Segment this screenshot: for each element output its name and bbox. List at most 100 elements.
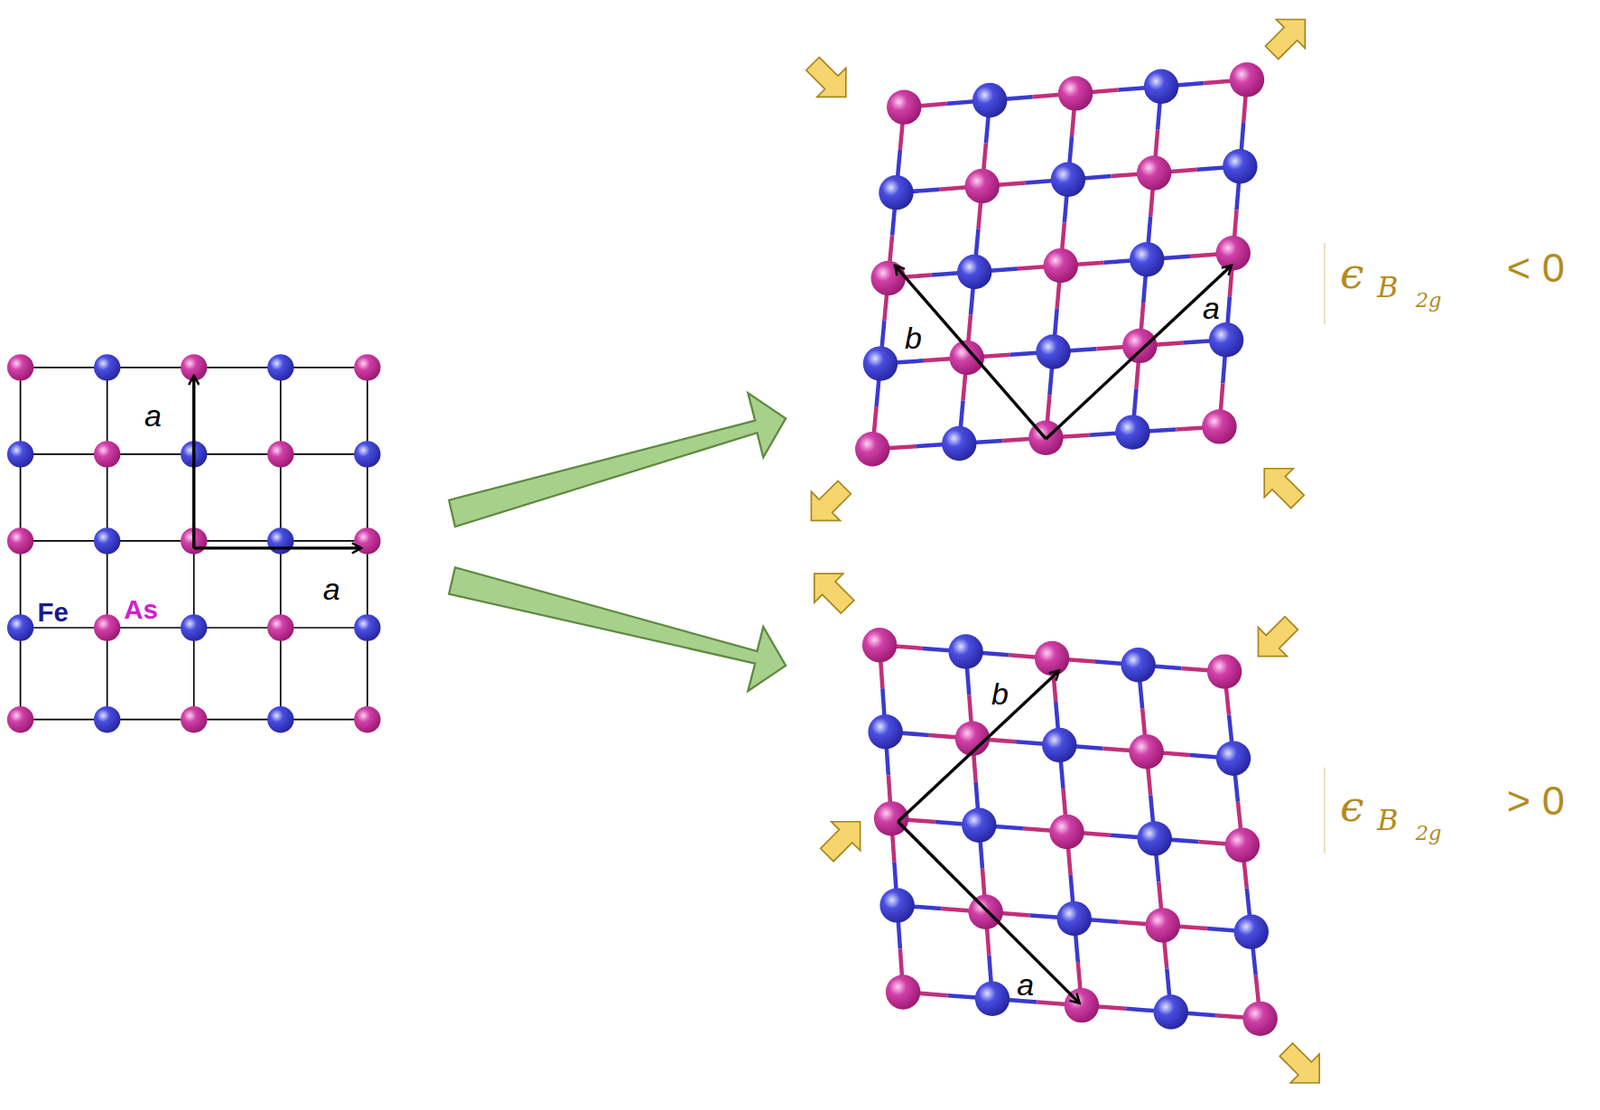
strain-symbol: ϵ xyxy=(1339,251,1365,295)
fe-atom xyxy=(878,175,913,210)
distorted-lattice xyxy=(855,62,1265,467)
fe-atom xyxy=(1035,334,1070,369)
fe-atom xyxy=(1222,148,1257,184)
lattice-label: b xyxy=(991,679,1009,710)
as-atom xyxy=(1128,734,1163,769)
fe-atom xyxy=(1051,162,1086,197)
strain-sign: > 0 xyxy=(1506,779,1565,820)
strain-arrow xyxy=(1243,608,1306,671)
fe-atom xyxy=(7,613,34,641)
divider xyxy=(1323,767,1326,854)
fe-atom xyxy=(867,714,903,749)
as-atom xyxy=(7,353,34,381)
transform-arrow xyxy=(448,392,786,527)
lattice-label: a xyxy=(1016,969,1034,1001)
as-atom xyxy=(1216,235,1251,270)
strain-arrows xyxy=(796,5,1334,1098)
lattice-vector xyxy=(894,265,1046,439)
fe-atom xyxy=(353,440,381,467)
as-atom xyxy=(93,613,121,641)
as-atom xyxy=(180,706,207,733)
strain-symbol: B xyxy=(1376,273,1398,303)
distorted-lattice xyxy=(862,627,1278,1036)
as-atom xyxy=(967,894,1003,930)
divider xyxy=(1323,242,1326,325)
fe-atom xyxy=(267,527,294,554)
fe-atom xyxy=(1216,740,1251,775)
lattice-label: a xyxy=(144,400,162,432)
fe-atom xyxy=(1041,727,1077,763)
fe-atom xyxy=(957,254,992,289)
fe-atom xyxy=(941,426,977,461)
grid-line xyxy=(193,367,196,720)
fe-atom xyxy=(1115,414,1150,449)
lattice-vector xyxy=(194,546,362,549)
as-atom xyxy=(1136,155,1172,190)
fe-atom xyxy=(863,345,898,381)
strain-symbol: ϵ xyxy=(1339,784,1365,828)
strain-arrow xyxy=(1257,5,1321,68)
fe-atom xyxy=(267,706,294,733)
lattice-label: a xyxy=(1202,292,1220,324)
as-atom xyxy=(1049,814,1084,849)
lattice-vector xyxy=(1045,265,1232,439)
as-atom xyxy=(1145,907,1181,942)
fe-atom xyxy=(1209,322,1244,357)
strain-arrow xyxy=(812,807,875,870)
square-lattice xyxy=(7,353,382,733)
fe-atom xyxy=(1129,241,1164,277)
lattice-vector xyxy=(897,669,1060,821)
as-atom xyxy=(1043,248,1079,283)
lattice-label: b xyxy=(904,323,922,354)
strain-symbol: 2g xyxy=(1415,289,1442,311)
fe-atom xyxy=(93,706,121,733)
fe-atom xyxy=(1234,914,1269,949)
fe-atom xyxy=(267,353,294,381)
as-atom xyxy=(862,627,897,662)
as-atom xyxy=(1207,653,1242,689)
as-atom xyxy=(267,613,294,641)
transform-arrow xyxy=(448,567,786,691)
as-atom xyxy=(886,89,921,124)
fe-atom xyxy=(961,807,996,842)
as-atom xyxy=(93,440,121,467)
fe-atom xyxy=(93,527,121,554)
as-atom xyxy=(1201,409,1237,444)
as-atom xyxy=(965,168,1000,204)
fe-atom xyxy=(1120,647,1155,682)
as-atom xyxy=(1122,328,1157,363)
fe-atom xyxy=(879,887,914,922)
fe-atom xyxy=(975,981,1010,1016)
as-atom xyxy=(874,800,909,836)
fe-atom xyxy=(1153,994,1189,1029)
strain-arrow xyxy=(1249,454,1312,517)
as-atom xyxy=(1229,62,1265,97)
strain-symbol: B xyxy=(1376,806,1398,836)
strain-arrow xyxy=(1271,1034,1334,1098)
as-atom xyxy=(353,527,381,554)
strain-arrow xyxy=(796,473,859,536)
fe-atom xyxy=(180,613,207,641)
as-atom xyxy=(855,431,890,466)
as-atom xyxy=(1225,827,1260,863)
fe-atom xyxy=(972,83,1007,118)
strain-symbol: 2g xyxy=(1415,822,1442,844)
as-atom xyxy=(353,353,381,381)
as-atom xyxy=(267,440,294,467)
strain-sign: < 0 xyxy=(1506,246,1565,288)
fe-atom xyxy=(948,633,983,669)
as-atom xyxy=(949,340,985,375)
atom-label: As xyxy=(123,595,159,623)
as-atom xyxy=(1034,641,1070,676)
fe-atom xyxy=(93,353,121,381)
lattice-vector xyxy=(897,821,1080,1004)
as-atom xyxy=(7,527,34,554)
as-atom xyxy=(871,260,906,296)
as-atom xyxy=(353,706,381,733)
as-atom xyxy=(1242,1001,1277,1036)
fe-atom xyxy=(1144,69,1179,104)
fe-atom xyxy=(1136,820,1172,856)
strain-arrow xyxy=(800,558,863,622)
